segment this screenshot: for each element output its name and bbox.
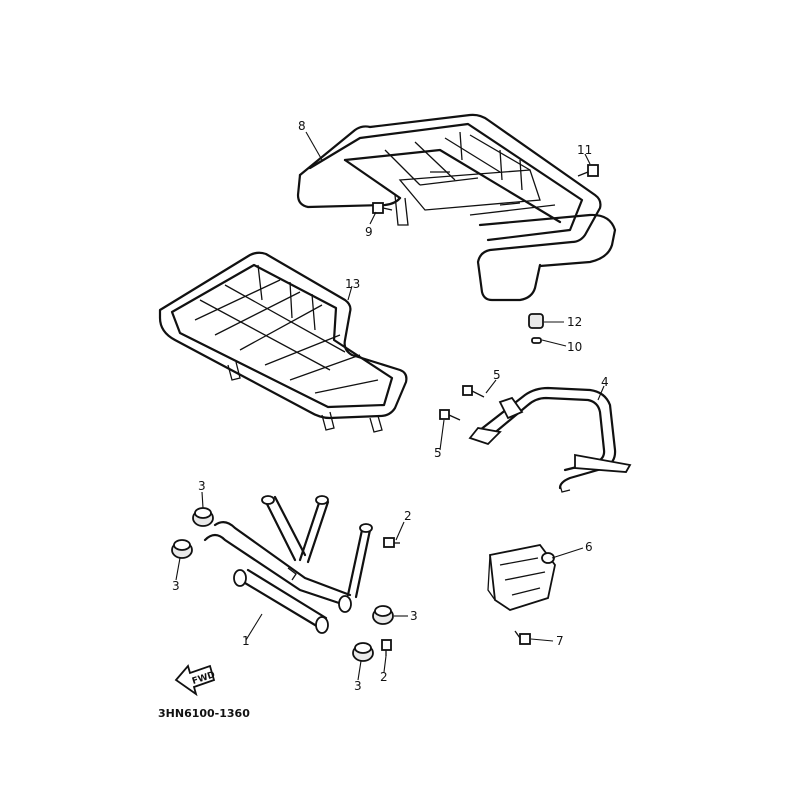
bolt-part-9 — [372, 202, 393, 214]
grommet-bottom — [352, 642, 374, 662]
bracket-part-4 — [468, 386, 632, 493]
bolt-part-7 — [514, 630, 531, 645]
callouts: 8 13 9 11 12 10 4 5 5 6 7 1 2 2 3 3 3 3 — [172, 119, 609, 693]
callout-12: 12 — [567, 315, 582, 329]
bolt-part-2-upper — [383, 537, 400, 548]
leader-lines — [175, 131, 605, 681]
callout-2-lower: 2 — [380, 670, 388, 684]
callout-3-left: 3 — [172, 579, 180, 593]
front-carrier-part-13 — [158, 251, 408, 433]
bolt-part-11 — [577, 164, 599, 177]
callout-4: 4 — [601, 375, 609, 389]
callout-3-right: 3 — [410, 609, 418, 623]
callout-6: 6 — [585, 540, 593, 554]
callout-3-bottom: 3 — [354, 679, 362, 693]
callout-10: 10 — [567, 340, 582, 354]
bolt-part-5-lower — [439, 409, 461, 421]
grommet-upper-left — [192, 507, 214, 527]
callout-2-upper: 2 — [404, 509, 412, 523]
callout-5-lower: 5 — [434, 446, 442, 460]
callout-8: 8 — [298, 119, 306, 133]
bracket-part-6 — [487, 544, 556, 611]
callout-11: 11 — [577, 143, 592, 157]
grommet-left — [171, 539, 193, 559]
callout-13: 13 — [345, 277, 360, 291]
bolt-part-5-upper — [462, 385, 485, 398]
diagram-code: 3HN6100-1360 — [158, 707, 250, 720]
callout-3-upper-left: 3 — [198, 479, 206, 493]
callout-7: 7 — [556, 634, 564, 648]
clip-part-12 — [528, 313, 544, 329]
rear-carrier-part-8 — [296, 113, 617, 302]
grommet-right — [372, 605, 394, 625]
fwd-arrow-icon: FWD — [174, 664, 216, 697]
guard-part-1 — [203, 495, 373, 634]
bolt-part-2-lower — [381, 639, 392, 656]
callout-9: 9 — [365, 225, 373, 239]
callout-5-upper: 5 — [493, 368, 501, 382]
callout-1: 1 — [242, 634, 250, 648]
pin-part-10 — [531, 337, 542, 344]
